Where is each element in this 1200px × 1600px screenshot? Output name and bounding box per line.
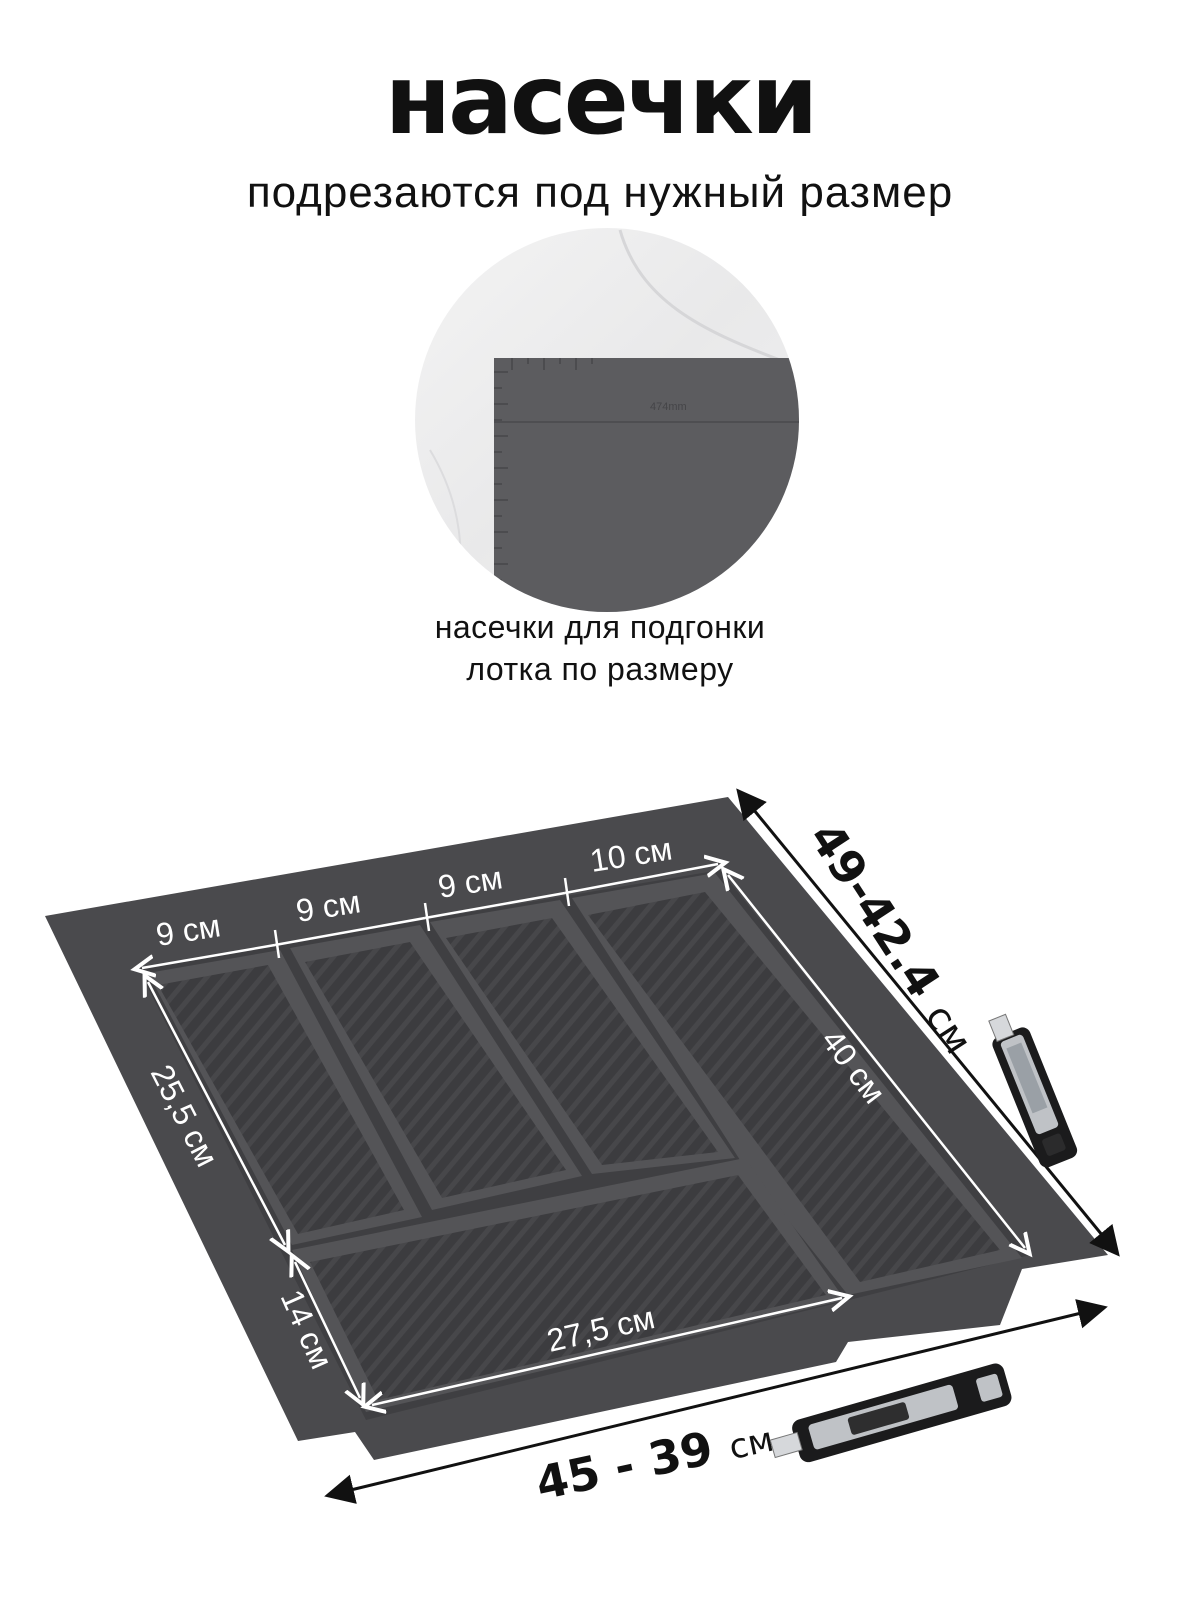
dim-outer-width-value: 45 - 39 xyxy=(531,1421,717,1511)
outer-dimension-lines xyxy=(324,788,1120,1504)
utility-knife-icon xyxy=(988,1013,1078,1168)
dim-outer-width-unit: см xyxy=(726,1420,778,1468)
closeup-circle: 474mm xyxy=(415,228,799,612)
page-subtitle: подрезаются под нужный размер xyxy=(246,168,954,217)
ruler-label: 474mm xyxy=(650,401,687,413)
closeup-caption-line1: насечки для подгонки xyxy=(434,609,766,645)
page-title: насечки xyxy=(384,44,818,156)
ruler-notches xyxy=(494,358,593,581)
utility-knife-icon xyxy=(769,1363,1012,1463)
closeup-caption-line2: лотка по размеру xyxy=(466,651,734,687)
dim-outer-width: 45 - 39 см xyxy=(531,1408,778,1511)
closeup-caption: насечки для подгонки лотка по размеру xyxy=(0,606,1200,690)
tray-edge-closeup xyxy=(494,358,799,612)
